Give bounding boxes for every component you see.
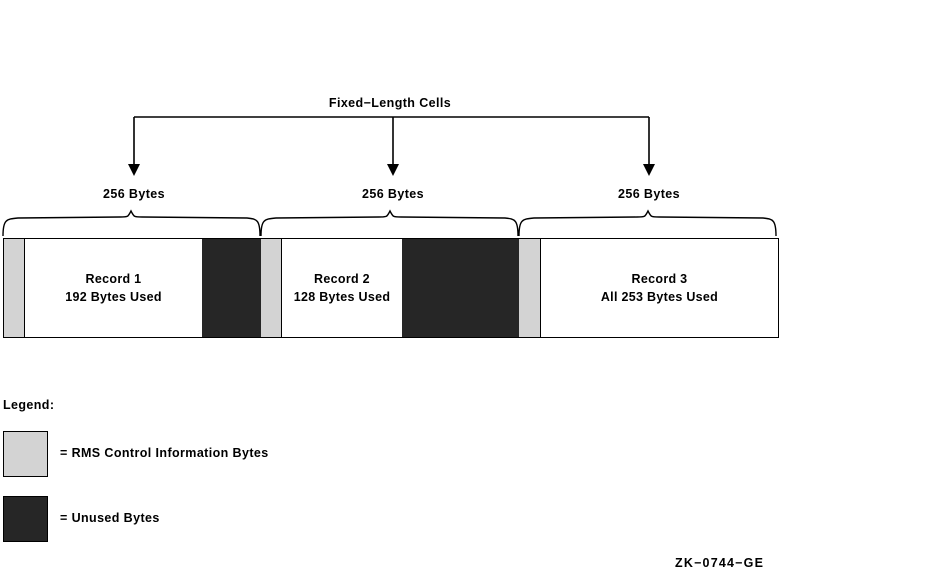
rms-control-segment-1 [4, 239, 25, 337]
storage-bar: Record 1 192 Bytes Used Record 2 128 Byt… [3, 238, 779, 338]
page-title: Fixed−Length Cells [328, 96, 452, 110]
figure-identifier: ZK−0744−GE [675, 556, 765, 570]
record-name-2: Record 2 [314, 272, 370, 286]
arrowhead-icon [387, 164, 399, 176]
unused-segment-1 [202, 239, 261, 337]
record-usage-2: 128 Bytes Used [293, 290, 391, 304]
legend-label-unused: = Unused Bytes [60, 511, 160, 525]
arrowhead-icon [643, 164, 655, 176]
record-usage-1: 192 Bytes Used [65, 290, 162, 304]
record-label-3: Record 3 All 253 Bytes Used [541, 270, 778, 306]
cell-size-label-3: 256 Bytes [618, 187, 680, 201]
brace-cell-2 [260, 209, 519, 237]
record-usage-3: All 253 Bytes Used [600, 290, 719, 304]
legend-swatch-rms-control [3, 431, 48, 477]
arrowhead-icon [128, 164, 140, 176]
connector-tree [128, 116, 655, 176]
cell-span-braces [2, 209, 777, 237]
brace-cell-1 [2, 209, 261, 237]
legend-label-rms-control: = RMS Control Information Bytes [60, 446, 269, 460]
record-segment-2: Record 2 128 Bytes Used [282, 239, 402, 337]
record-name-1: Record 1 [85, 272, 142, 286]
cell-size-label-1: 256 Bytes [103, 187, 165, 201]
record-label-2: Record 2 128 Bytes Used [282, 270, 402, 306]
record-label-1: Record 1 192 Bytes Used [25, 270, 202, 306]
record-segment-1: Record 1 192 Bytes Used [25, 239, 202, 337]
rms-control-segment-3 [519, 239, 541, 337]
unused-segment-2 [402, 239, 519, 337]
record-segment-3: Record 3 All 253 Bytes Used [541, 239, 778, 337]
record-name-3: Record 3 [631, 272, 688, 286]
rms-control-segment-2 [261, 239, 282, 337]
legend-swatch-unused [3, 496, 48, 542]
brace-cell-3 [518, 209, 777, 237]
legend-heading: Legend: [3, 398, 55, 412]
cell-size-label-2: 256 Bytes [362, 187, 424, 201]
